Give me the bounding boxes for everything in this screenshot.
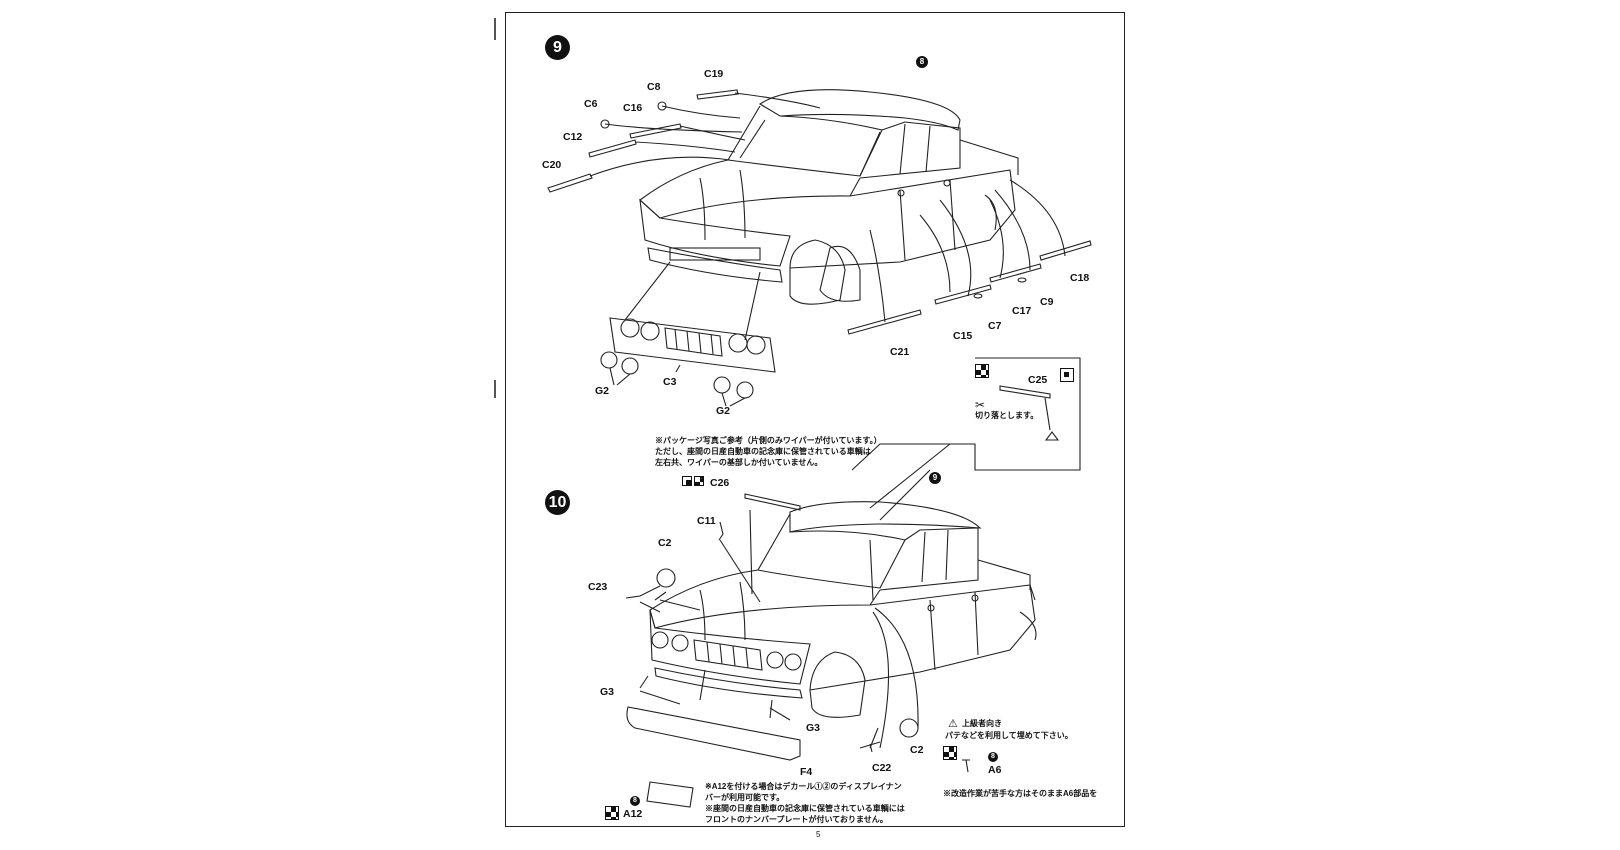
- label-c22: C22: [872, 762, 892, 774]
- step10-body-ref: 9: [929, 472, 941, 484]
- label-c11: C11: [697, 515, 716, 527]
- label-c23: C23: [588, 581, 608, 593]
- label-c18: C18: [1070, 272, 1090, 284]
- note-package-line-2: ただし、座間の日産自動車の記念庫に保管されている車輌は: [655, 447, 871, 456]
- paint-icon-c25-right: [1060, 368, 1074, 382]
- note-advanced-line-2: パテなどを利用して埋めて下さい。: [945, 731, 1073, 740]
- paint-icon-c25-left: [975, 364, 989, 378]
- note-plate-line-4: フロントのナンバープレートが付いておりません。: [705, 815, 888, 824]
- label-c15: C15: [953, 330, 973, 342]
- label-c8: C8: [647, 81, 661, 93]
- label-c7: C7: [988, 320, 1002, 332]
- page-number: 5: [816, 830, 821, 839]
- step-9-badge: 9: [545, 35, 570, 60]
- step10-bumper-plate: [626, 669, 801, 808]
- label-c20: C20: [542, 159, 562, 171]
- scan-mark-mid: [494, 380, 496, 398]
- note-plate-line-2: バーが利用可能です。: [705, 793, 785, 802]
- step-10-badge: 10: [545, 490, 570, 515]
- label-c3: C3: [663, 376, 677, 388]
- label-c25: C25: [1028, 374, 1048, 386]
- note-package-line-1: ※パッケージ写真ご参考（片側のみワイパーが付いています。）: [655, 436, 882, 445]
- label-g3-left: G3: [600, 686, 615, 698]
- note-cut-off: 切り落とします。: [975, 411, 1039, 420]
- warning-icon: ⚠: [948, 718, 958, 730]
- note-advanced-line-1: 上級者向き: [962, 719, 1002, 728]
- label-a6: A6: [988, 764, 1002, 776]
- label-c2-top: C2: [658, 537, 672, 549]
- label-c19: C19: [704, 68, 724, 80]
- label-c6: C6: [584, 98, 598, 110]
- paint-icon-c26-a: [682, 476, 692, 486]
- cut-icon: [975, 398, 989, 414]
- step10-small-parts: [625, 443, 970, 773]
- label-c9: C9: [1040, 296, 1054, 308]
- label-c2-bottom: C2: [910, 744, 924, 756]
- a6-ref: 8: [988, 752, 998, 762]
- step9-trim-strips-right: [847, 179, 1092, 335]
- note-mod: ※改造作業が苦手な方はそのままA6部品を: [943, 789, 1098, 798]
- label-g3-right: G3: [806, 722, 821, 734]
- label-c12: C12: [563, 131, 583, 143]
- step9-grille-part: [600, 261, 776, 407]
- step10-wiper-inset: [851, 357, 1081, 471]
- note-package-line-3: 左右共、ワイパーの基部しか付いていません。: [655, 458, 823, 467]
- paint-icon-a6: [943, 746, 957, 760]
- step9-trim-strips-left: [547, 89, 821, 193]
- step9-body-ref: 8: [916, 56, 928, 68]
- label-a12: A12: [623, 808, 643, 820]
- label-c16: C16: [623, 102, 643, 114]
- step9-car-body: [639, 89, 1019, 305]
- note-plate-line-1: ※A12を付ける場合はデカール①②のディスプレイナン: [705, 782, 902, 791]
- paint-icon-a12: [605, 806, 619, 820]
- label-g2-left: G2: [595, 385, 610, 397]
- label-c17: C17: [1012, 305, 1032, 317]
- a12-ref: 8: [630, 796, 640, 806]
- note-plate-line-3: ※座間の日産自動車の記念庫に保管されている車輌には: [705, 804, 905, 813]
- label-c26: C26: [710, 477, 730, 489]
- paint-icon-c26-b: [694, 476, 704, 486]
- scan-mark-top: [494, 18, 496, 40]
- step10-car-body: [649, 501, 1037, 718]
- label-f4: F4: [800, 766, 813, 778]
- label-g2-right: G2: [716, 405, 731, 417]
- label-c21: C21: [890, 346, 910, 358]
